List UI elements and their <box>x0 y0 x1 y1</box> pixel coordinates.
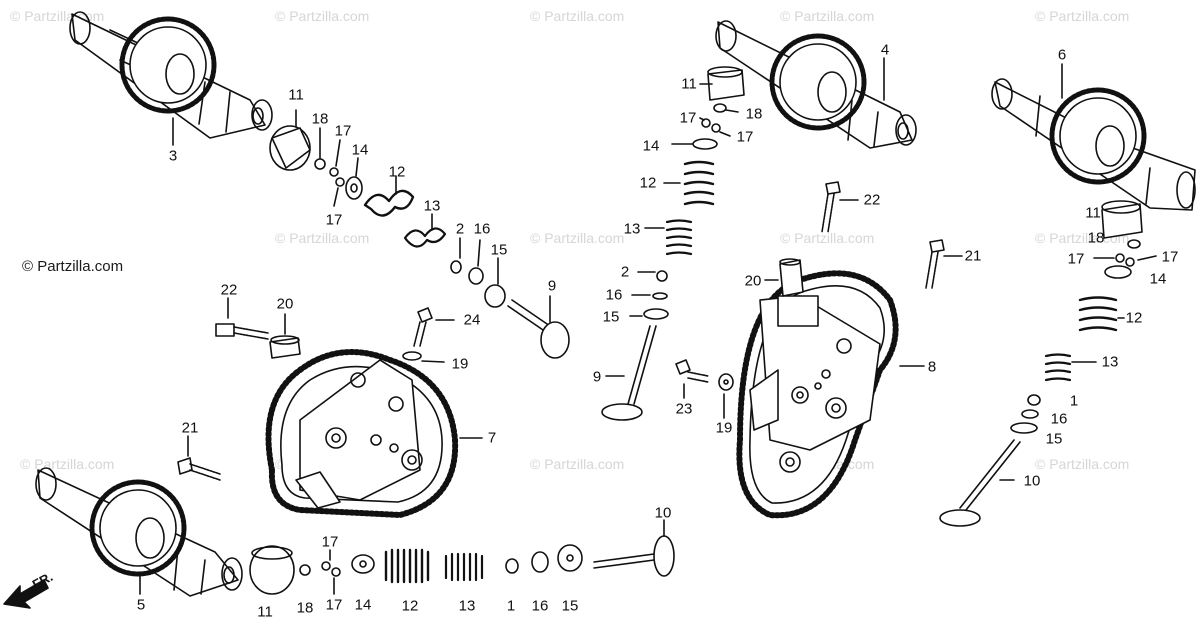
callout-18: 18 <box>311 110 329 128</box>
callout-15: 15 <box>602 308 620 326</box>
callout-13: 13 <box>623 220 641 238</box>
callout-16: 16 <box>1050 410 1068 428</box>
callout-9: 9 <box>547 277 557 295</box>
valve-train-bottom <box>249 519 675 595</box>
callout-2: 2 <box>455 220 465 238</box>
callout-17: 17 <box>679 109 697 127</box>
callout-24: 24 <box>463 311 481 329</box>
callout-20: 20 <box>276 295 294 313</box>
watermark-text: © Partzilla.com <box>1035 456 1130 472</box>
valve-train-top-left <box>269 109 570 359</box>
watermark-text: © Partzilla.com <box>530 8 625 24</box>
callout-3: 3 <box>168 147 178 165</box>
callout-11: 11 <box>1085 204 1101 222</box>
callout-16: 16 <box>531 597 549 615</box>
callout-15: 15 <box>561 597 579 615</box>
callout-17: 17 <box>1067 250 1085 268</box>
callout-9: 9 <box>592 368 602 386</box>
callout-20: 20 <box>744 272 762 290</box>
callout-10: 10 <box>1023 472 1041 490</box>
callout-8: 8 <box>927 358 937 376</box>
callout-21: 21 <box>181 419 199 437</box>
callout-17: 17 <box>736 128 754 146</box>
callout-12: 12 <box>401 597 419 615</box>
callout-12: 12 <box>388 163 406 181</box>
callout-16: 16 <box>473 220 491 238</box>
callout-15: 15 <box>490 241 508 259</box>
callout-13: 13 <box>458 597 476 615</box>
callout-13: 13 <box>1101 353 1119 371</box>
callout-5: 5 <box>136 596 146 614</box>
callout-17: 17 <box>325 211 343 229</box>
callout-10: 10 <box>654 504 672 522</box>
callout-19: 19 <box>715 419 733 437</box>
watermark-text: © Partzilla.com <box>275 230 370 246</box>
valve-train-right <box>939 200 1157 527</box>
camshaft-6 <box>991 63 1196 211</box>
valve-train-center <box>601 66 745 421</box>
callout-16: 16 <box>605 286 623 304</box>
callout-19: 19 <box>451 355 469 373</box>
callout-1: 1 <box>1069 392 1079 410</box>
watermark-text: © Partzilla.com <box>780 8 875 24</box>
camshaft-4 <box>715 20 917 149</box>
callout-2: 2 <box>620 263 630 281</box>
callout-18: 18 <box>296 599 314 617</box>
callout-7: 7 <box>487 429 497 447</box>
callout-14: 14 <box>642 137 660 155</box>
callout-21: 21 <box>964 247 982 265</box>
callout-17: 17 <box>325 596 343 614</box>
callout-13: 13 <box>423 197 441 215</box>
callout-11: 11 <box>681 75 697 93</box>
callout-14: 14 <box>354 596 372 614</box>
callout-11: 11 <box>288 86 304 104</box>
callout-4: 4 <box>880 41 890 59</box>
fasteners <box>177 181 963 481</box>
callout-22: 22 <box>863 191 881 209</box>
callout-6: 6 <box>1057 46 1067 64</box>
callout-18: 18 <box>745 105 763 123</box>
callout-1: 1 <box>506 597 516 615</box>
watermark-text: © Partzilla.com <box>530 456 625 472</box>
callout-17: 17 <box>321 533 339 551</box>
callout-17: 17 <box>1161 248 1179 266</box>
front-direction-arrow <box>3 579 49 609</box>
callout-11: 11 <box>257 603 273 621</box>
watermark-text: © Partzilla.com <box>1035 8 1130 24</box>
watermark-text: © Partzilla.com <box>275 8 370 24</box>
watermark-text: © Partzilla.com <box>530 230 625 246</box>
callout-17: 17 <box>334 122 352 140</box>
callout-22: 22 <box>220 281 238 299</box>
callout-12: 12 <box>639 174 657 192</box>
cam-holder-7 <box>265 349 483 518</box>
watermark-text: © Partzilla.com <box>780 230 875 246</box>
cam-holder-8 <box>736 270 925 519</box>
callout-14: 14 <box>1149 270 1167 288</box>
callout-23: 23 <box>675 400 693 418</box>
camshaft-5 <box>35 467 243 597</box>
callout-12: 12 <box>1125 309 1143 327</box>
callout-18: 18 <box>1087 229 1105 247</box>
watermark-prominent: © Partzilla.com <box>22 258 124 275</box>
camshaft-3 <box>69 11 273 146</box>
callout-15: 15 <box>1045 430 1063 448</box>
callout-14: 14 <box>351 141 369 159</box>
